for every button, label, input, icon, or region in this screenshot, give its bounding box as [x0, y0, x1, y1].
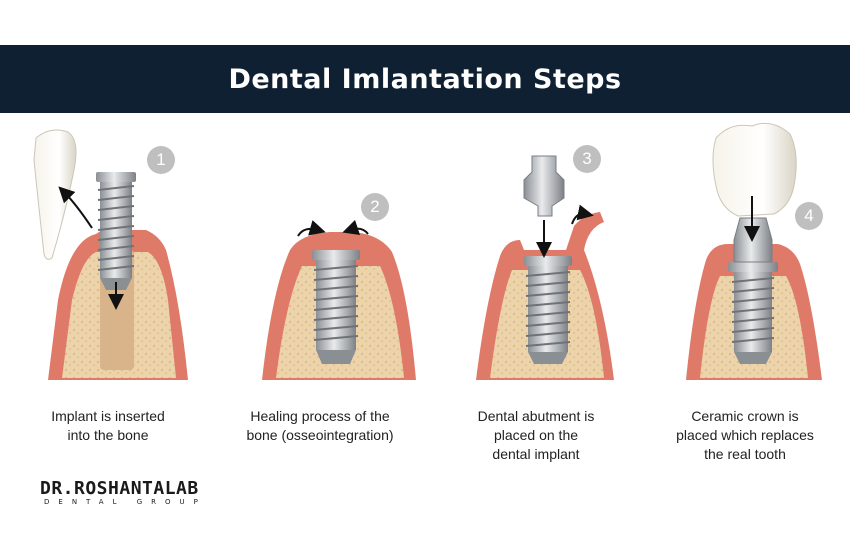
page-title: Dental Imlantation Steps	[228, 63, 622, 95]
step-1-badge: 1	[147, 146, 175, 174]
step-2-caption: Healing process of the bone (osseointegr…	[246, 408, 394, 443]
step-3-graphic	[476, 155, 614, 380]
title-banner: Dental Imlantation Steps	[0, 45, 850, 113]
step-3-caption: Dental abutment is placed on the dental …	[477, 408, 595, 462]
clinic-logo: DR.ROSHANTALAB DENTAL GROUP	[40, 478, 207, 506]
step-4-badge: 4	[795, 202, 823, 230]
logo-name: DR.ROSHANTALAB	[40, 478, 199, 499]
step-4-graphic	[686, 122, 822, 380]
step-3-badge: 3	[573, 145, 601, 173]
step-4-caption: Ceramic crown is placed which replaces t…	[676, 408, 814, 462]
step-1-graphic	[33, 129, 188, 380]
step-2-graphic	[262, 219, 416, 380]
implant-steps-illustration	[33, 122, 822, 380]
logo-subtitle: DENTAL GROUP	[44, 498, 207, 506]
step-1-caption: Implant is inserted into the bone	[51, 408, 165, 443]
step-2-badge: 2	[361, 193, 389, 221]
